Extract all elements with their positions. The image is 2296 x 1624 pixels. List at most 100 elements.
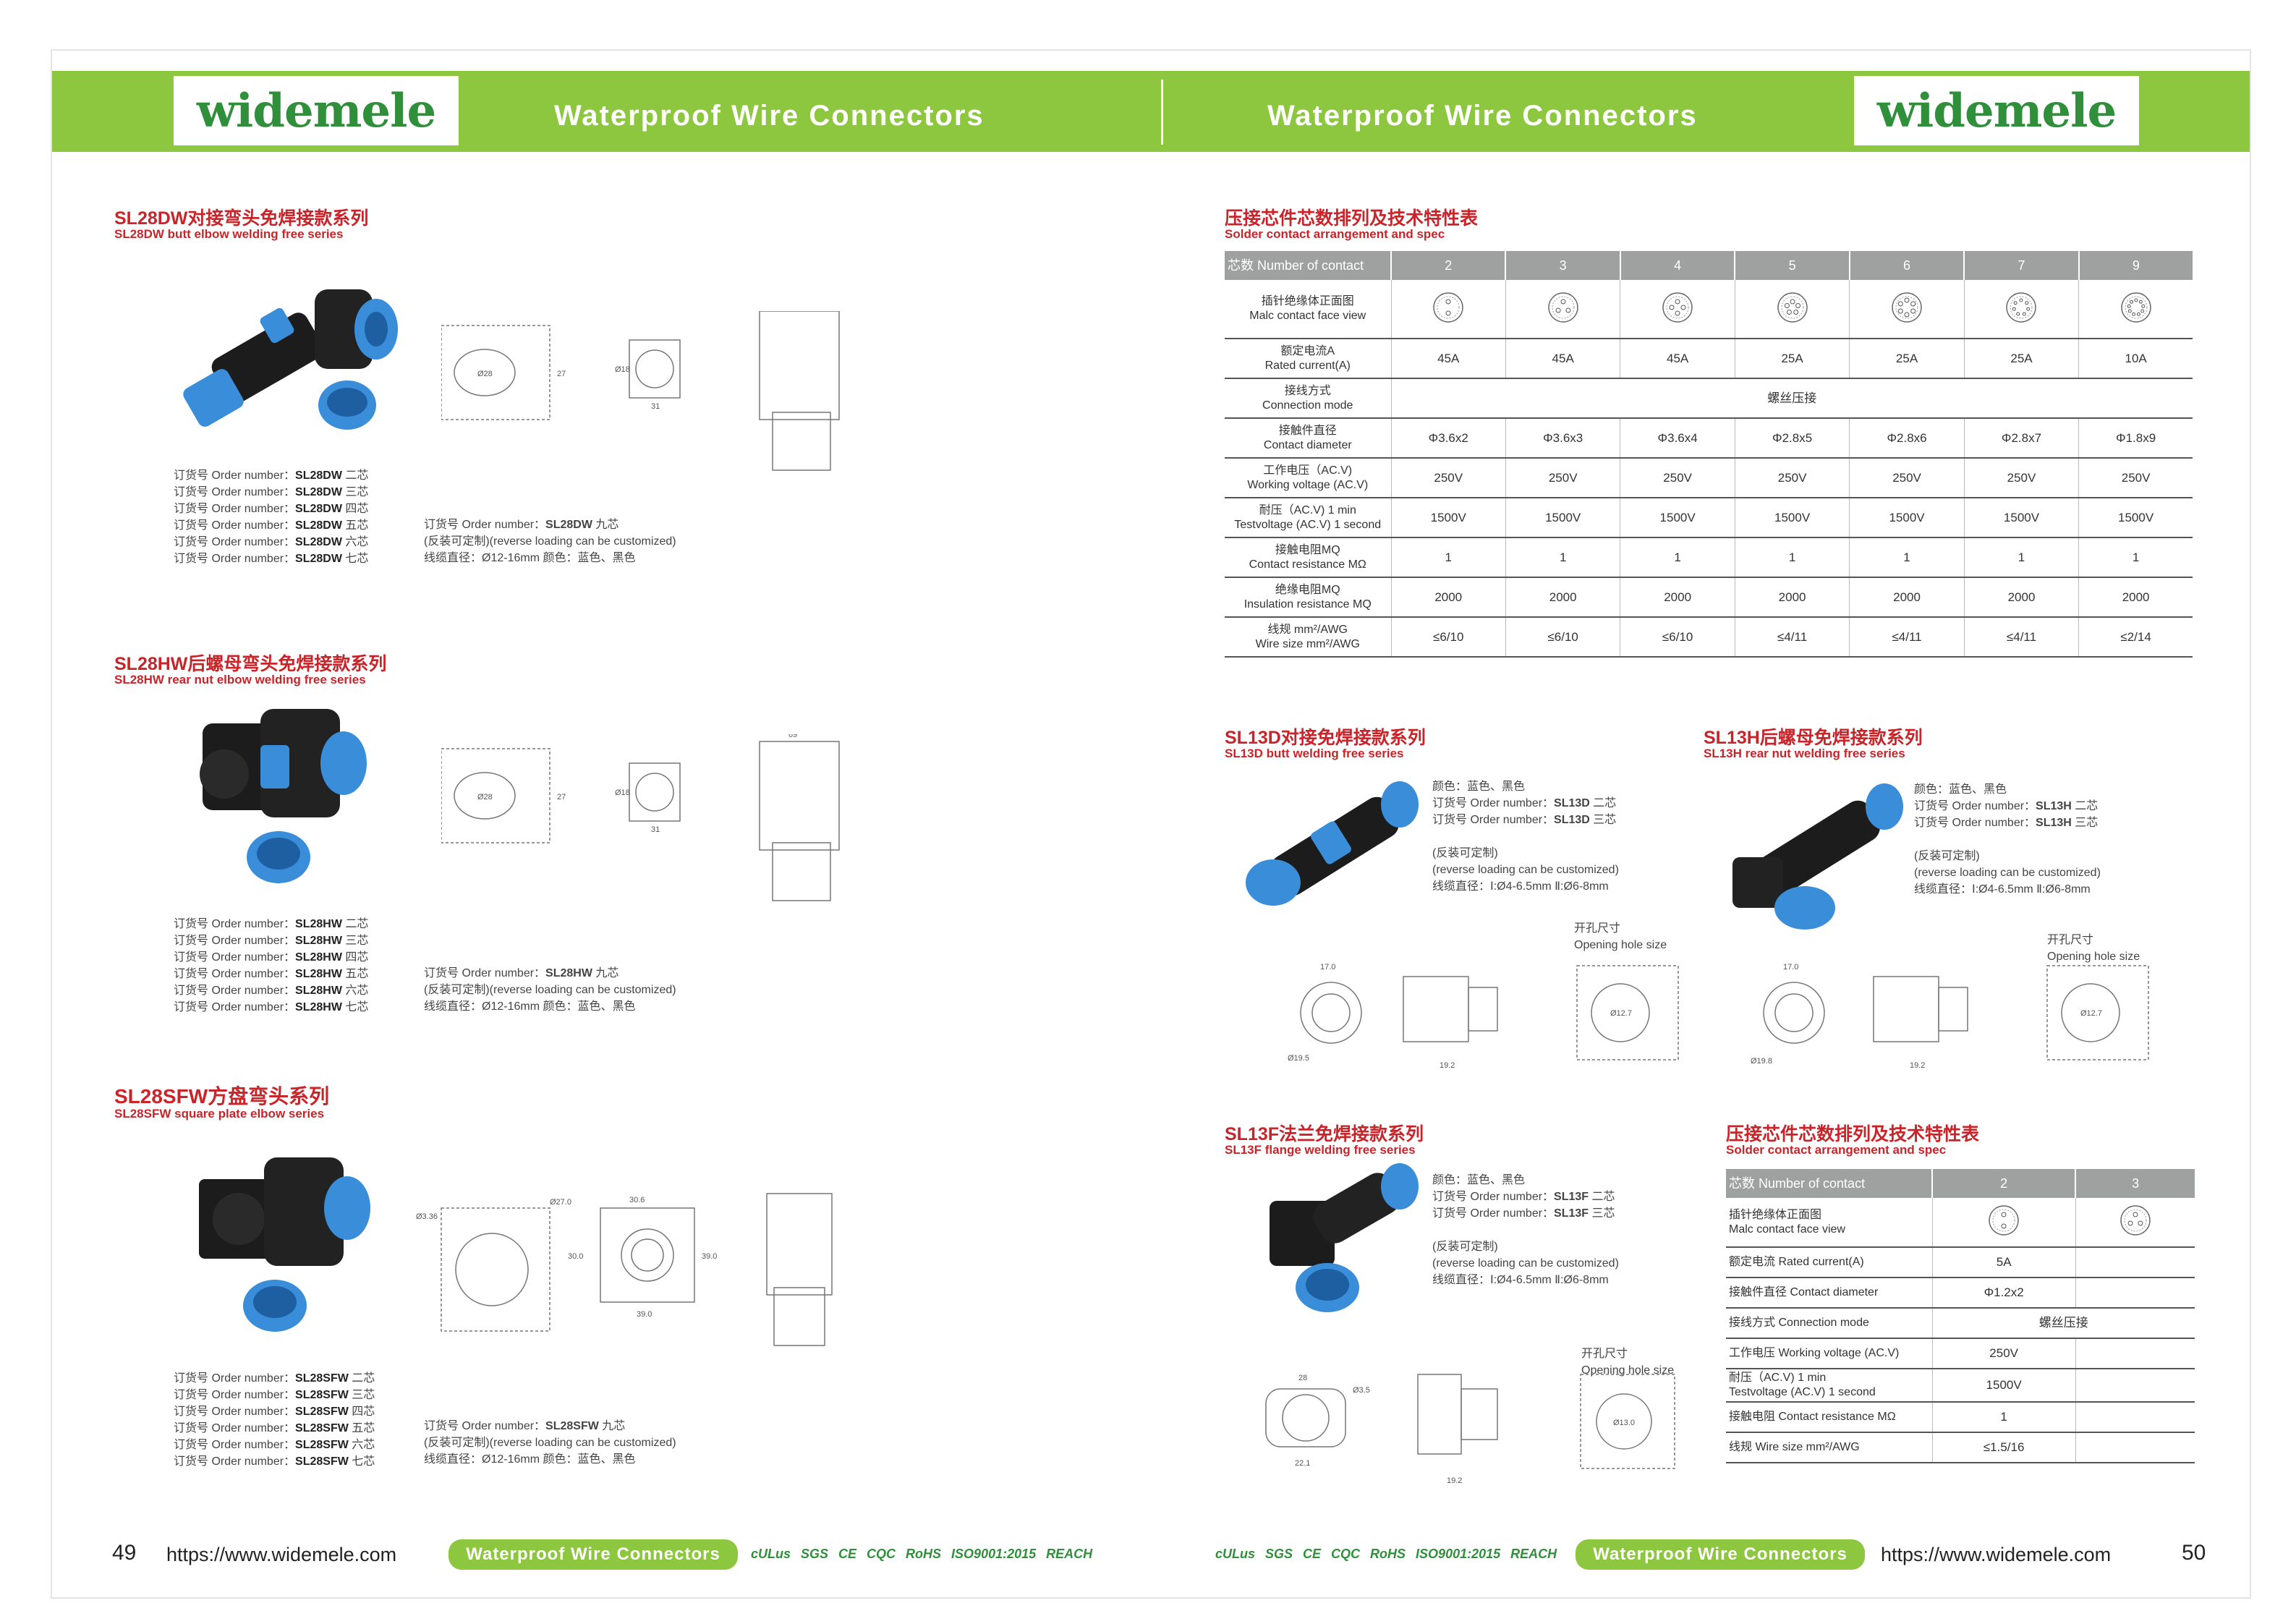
spec-table2-subtitle: Solder contact arrangement and spec <box>1726 1143 1947 1157</box>
order-list-sl28sfw: 订货号 Order number：SL28SFW 二芯订货号 Order num… <box>174 1370 375 1470</box>
spec-row: 耐压（AC.V) 1 min Testvoltage (AC.V) 1 seco… <box>1726 1369 2195 1403</box>
spec-cell: 1 <box>2078 537 2193 578</box>
row-label-line: 工作电压（AC.V) <box>1263 464 1353 477</box>
dim-label: 27 <box>557 793 566 802</box>
spec-cell: 2000 <box>1849 577 1965 618</box>
order-line: 订货号 Order number：SL28DW 二芯 <box>174 467 368 484</box>
spec-cell: 1500V <box>1390 498 1506 538</box>
order-list-sl28hw: 订货号 Order number：SL28HW 二芯订货号 Order numb… <box>174 916 368 1016</box>
website-link-right[interactable]: https://www.widemele.com <box>1881 1544 2112 1565</box>
row-label-line: 耐压（AC.V) 1 min <box>1259 503 1356 516</box>
page-number-left: 49 <box>112 1541 137 1565</box>
order-code: SL28HW <box>295 951 342 964</box>
spec-cell: 45A <box>1505 339 1620 379</box>
spec-cell <box>2075 1247 2195 1278</box>
dim-label: 69 <box>788 734 797 739</box>
dim-label: Ø12.7 <box>1610 1009 1632 1018</box>
order-variant: 五芯 <box>345 968 369 980</box>
header-label: 芯数 Number of contact <box>1225 251 1391 280</box>
spec-cell: 10A <box>2078 339 2193 379</box>
order-label: 订货号 Order number： <box>174 469 296 482</box>
order-line: 订货号 Order number：SL28HW 六芯 <box>174 982 368 999</box>
dim-label: 69 <box>788 311 797 312</box>
cable-note: 线缆直径：Ø12-16mm 颜色：蓝色、黑色 <box>424 1000 636 1013</box>
section-subtitle-sl28dw: SL28DW butt elbow welding free series <box>114 227 344 241</box>
order-code: SL28SFW <box>295 1455 349 1468</box>
dim-label: 30.6 <box>629 1196 645 1204</box>
connector-photo-sl13h <box>1732 783 1903 930</box>
spec-cell: ≤6/10 <box>1505 617 1620 658</box>
dimension-drawing-sl28hw: Ø28 27 Ø18 31 69 <box>441 734 840 901</box>
certification-logo: CE <box>838 1547 857 1561</box>
dim-label: 19.2 <box>1910 1061 1925 1070</box>
order-label: 订货号 Order number： <box>174 1455 296 1468</box>
order-label: 订货号 Order number： <box>174 1439 296 1451</box>
info-line: 线缆直径：Ⅰ:Ø4-6.5mm Ⅱ:Ø6-8mm <box>1914 883 2091 896</box>
order-label: 订货号 Order number： <box>174 985 296 997</box>
info-sl13h: 颜色：蓝色、黑色订货号 Order number：SL13H 二芯订货号 Ord… <box>1914 781 2101 898</box>
section-title-sl28sfw: SL28SFW方盘弯头系列 <box>114 1085 330 1108</box>
website-link-left[interactable]: https://www.widemele.com <box>166 1544 397 1565</box>
header-divider <box>1161 80 1163 145</box>
contact-face-cell <box>2078 280 2193 339</box>
spec-cell <box>2075 1432 2195 1463</box>
contact-face-icon <box>1777 292 1808 323</box>
spec-row: 线规 Wire size mm²/AWG≤1.5/16 <box>1726 1432 2195 1463</box>
row-label: 插针绝缘体正面图 Malc contact face view <box>1726 1198 1932 1248</box>
spec-cell: ≤4/11 <box>1849 617 1965 658</box>
spec-cell: 250V <box>1390 458 1506 498</box>
contact-face-icon <box>1433 292 1463 323</box>
info-line: (反装可定制) <box>1914 850 1980 862</box>
order-line: 订货号 Order number：SL28DW 三芯 <box>174 484 368 501</box>
section-subtitle-sl13d: SL13D butt welding free series <box>1225 747 1404 760</box>
hole-size-en: Opening hole size <box>2047 951 2140 963</box>
dim-label: 17.0 <box>1783 963 1798 972</box>
spec-row: 插针绝缘体正面图 Malc contact face view <box>1726 1198 2195 1248</box>
contact-face-cell <box>2075 1198 2195 1248</box>
info-line: 订货号 Order number：SL13D 二芯 <box>1432 795 1619 812</box>
order-line: 订货号 Order number：SL28SFW 三芯 <box>174 1387 375 1403</box>
order-code: SL13H <box>2036 800 2072 812</box>
spec-cell: 1500V <box>1963 498 2079 538</box>
order-line: 订货号 Order number：SL28HW 三芯 <box>174 932 368 949</box>
dim-label: Ø19.5 <box>1288 1054 1309 1063</box>
section-title-sl28hw: SL28HW后螺母弯头免焊接款系列 <box>114 654 387 674</box>
spec-cell <box>2075 1402 2195 1433</box>
order-label: 订货号 Order number： <box>174 519 296 532</box>
dim-label: Ø27.0 <box>550 1198 571 1207</box>
spec-table2-title: 压接芯件芯数排列及技术特性表 <box>1726 1124 1980 1144</box>
order-code: SL13H <box>2036 817 2072 829</box>
order-variant: 六芯 <box>352 1439 375 1451</box>
dim-label: 39.0 <box>637 1310 652 1319</box>
spec-cell: 250V <box>1963 458 2079 498</box>
order-variant: 三芯 <box>345 935 369 947</box>
order9-line: 订货号 Order number：SL28HW 九芯 <box>424 967 619 979</box>
contact-face-cell <box>1505 280 1620 339</box>
spec-cell: 1500V <box>1849 498 1965 538</box>
row-label-line: Contact resistance MΩ <box>1249 558 1366 571</box>
spec-cell: 1 <box>1931 1402 2076 1433</box>
order-variant: 三芯 <box>2075 817 2099 829</box>
dim-label: 39.0 <box>702 1252 717 1261</box>
row-label-line: 插针绝缘体正面图 <box>1261 295 1354 307</box>
order-variant: 四芯 <box>345 503 369 515</box>
spec-cell: 25A <box>1734 339 1850 379</box>
contact-face-icon <box>1892 292 1922 323</box>
order-code: SL13F <box>1554 1191 1589 1203</box>
dim-label: 19.2 <box>1440 1061 1455 1070</box>
spec-cell: 250V <box>1849 458 1965 498</box>
order-variant: 二芯 <box>1591 1191 1615 1203</box>
certification-logo: REACH <box>1046 1547 1093 1561</box>
contact-face-icon <box>2120 292 2151 323</box>
section-subtitle-sl13h: SL13H rear nut welding free series <box>1704 747 1905 760</box>
order-variant: 六芯 <box>345 536 369 548</box>
dimension-drawing-sl13d: 17.0 Ø19.5 19.2 Ø12.7 <box>1288 963 1679 1070</box>
info-line: 订货号 Order number：SL13F 三芯 <box>1432 1205 1619 1222</box>
spec-cell: 1 <box>1963 537 2079 578</box>
